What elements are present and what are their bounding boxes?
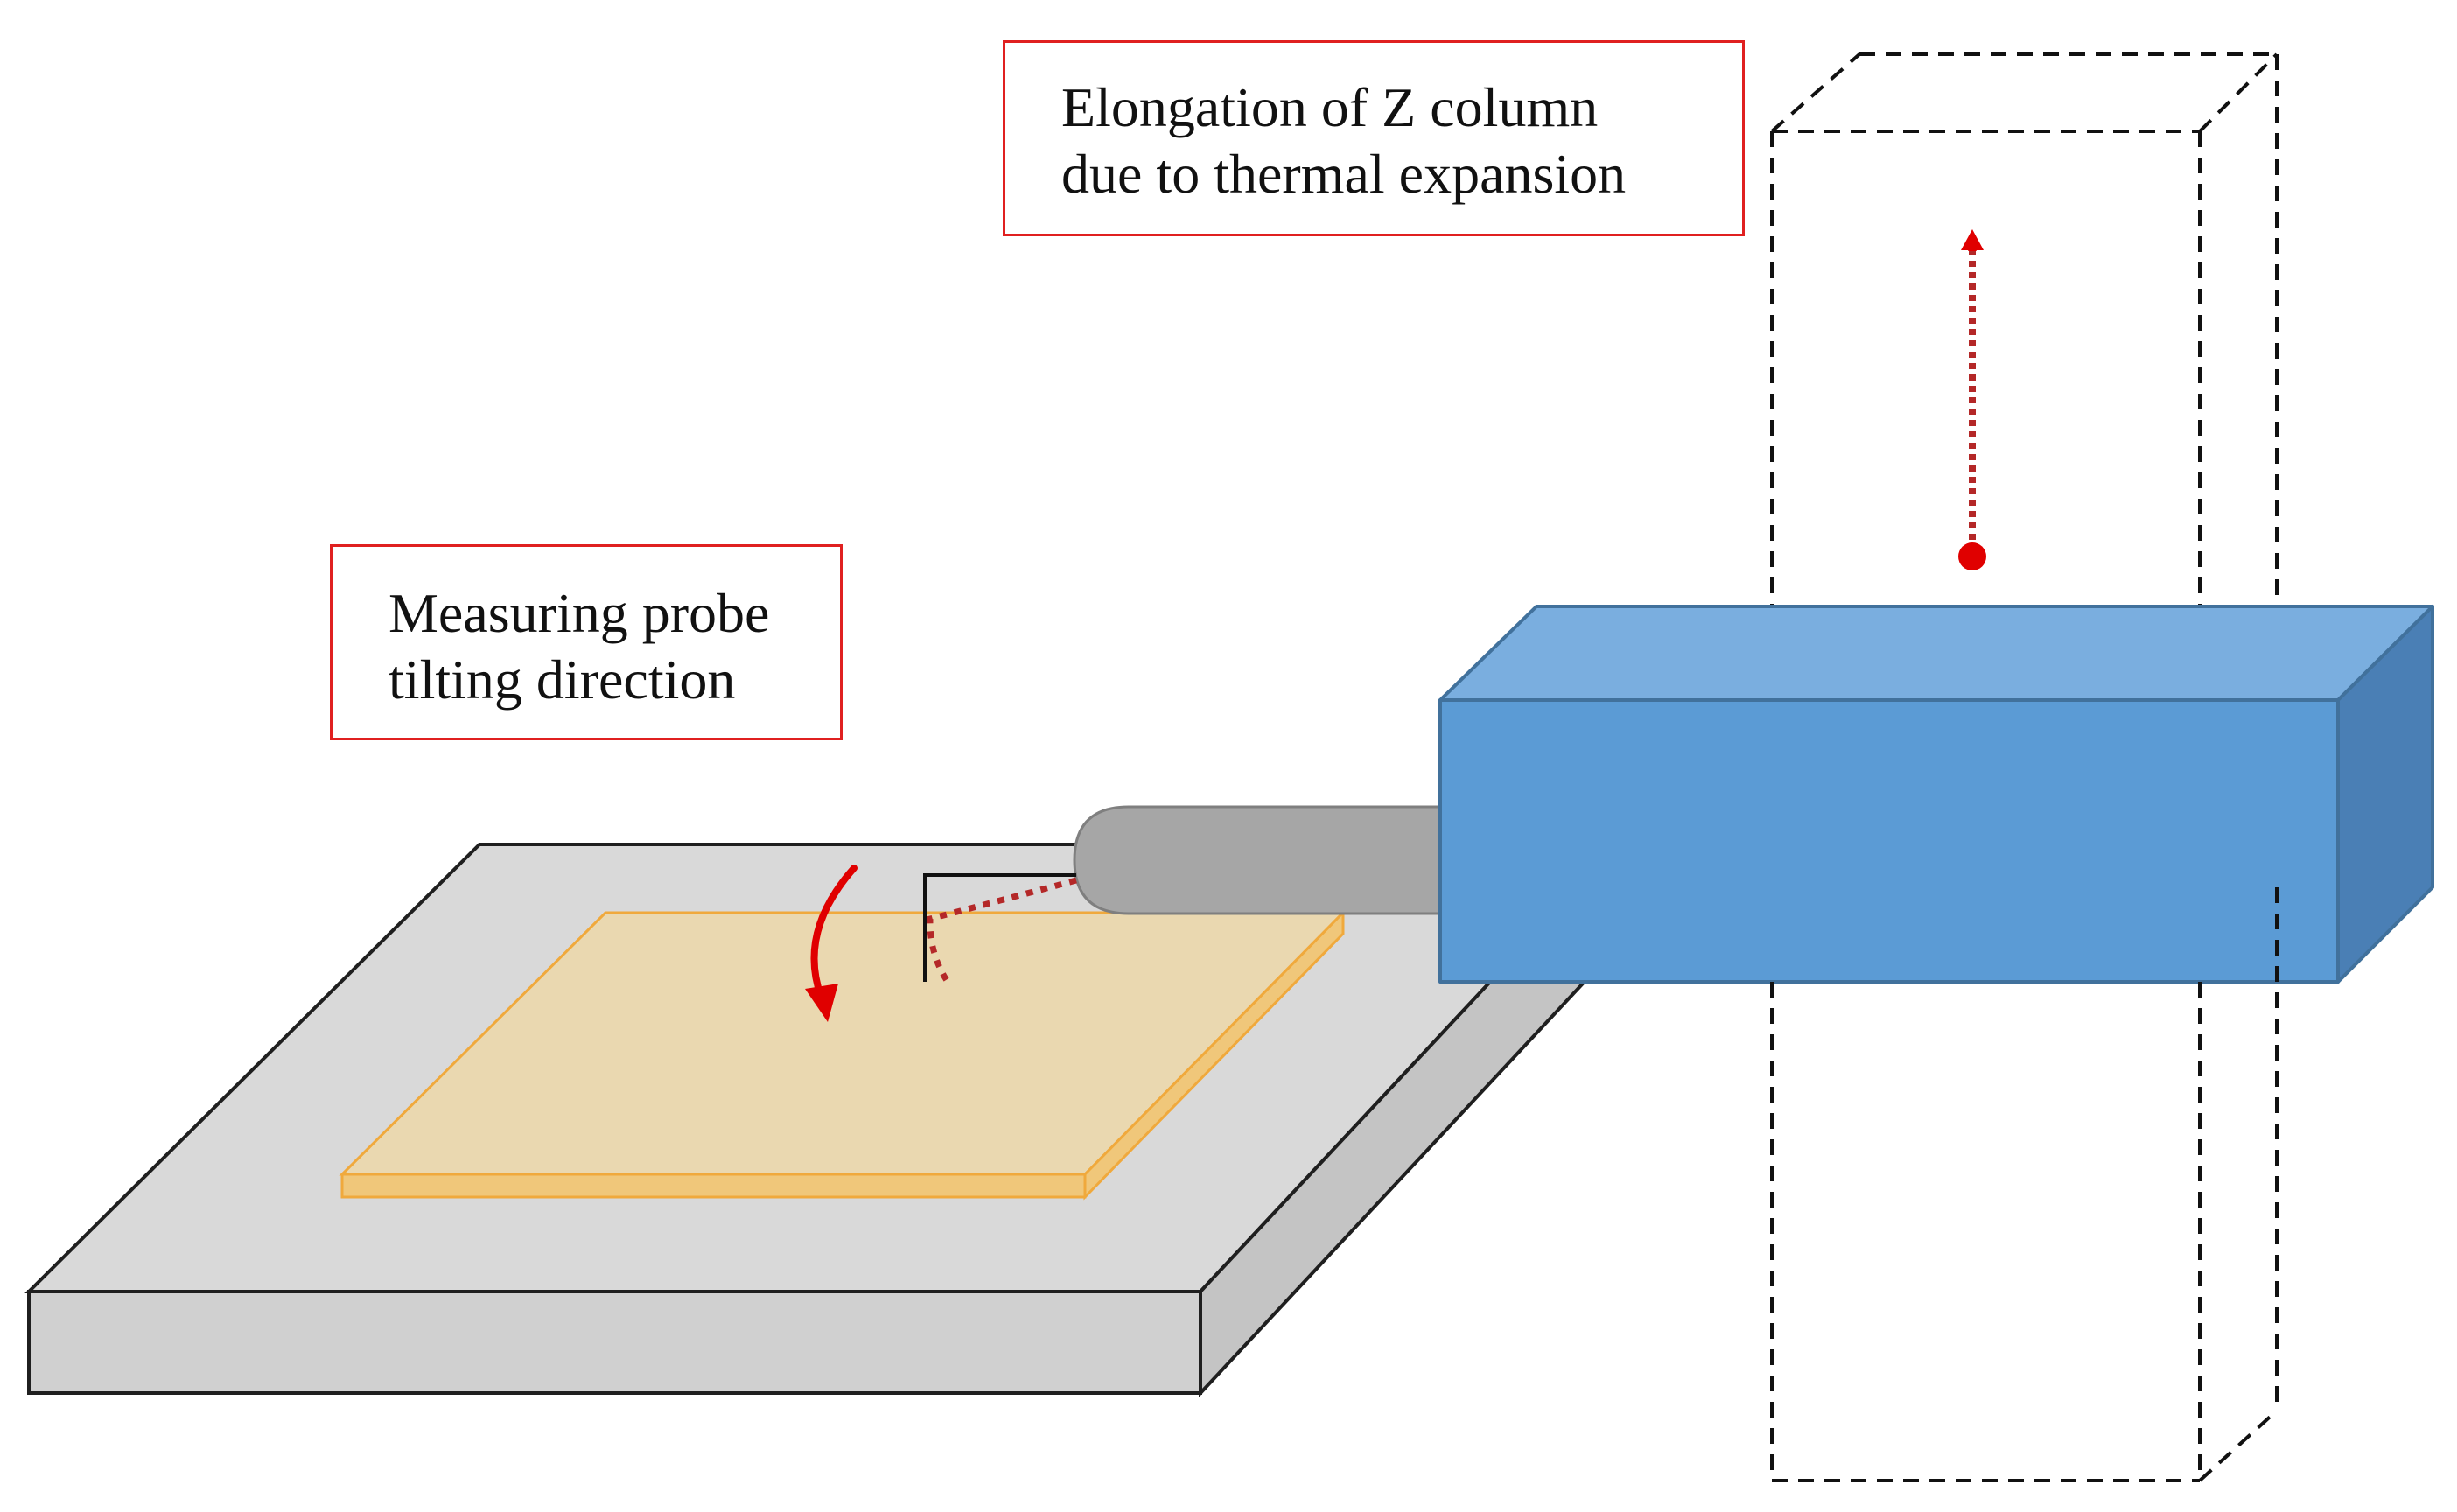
spindle-head: [1438, 605, 2434, 984]
label-line: due to thermal expansion: [1061, 143, 1627, 205]
probe-holder: [1073, 805, 1454, 915]
workpiece: [339, 909, 1347, 1200]
dotted-arrow-up-icon: [1958, 229, 1986, 570]
expansion-origin-dot: [1958, 542, 1986, 570]
head-top-face: [1438, 605, 2434, 702]
table-front-face: [27, 1290, 1202, 1395]
z-column-elongation-label: Elongation of Z column due to thermal ex…: [1003, 40, 1745, 236]
label-line: Measuring probe: [388, 582, 770, 644]
z-column-outline-front: [1770, 887, 2278, 1482]
probe-stylus-tilted: [927, 877, 1077, 984]
curved-arrow-down-icon: [805, 864, 858, 1022]
probe-stylus: [923, 873, 1076, 982]
head-front-face: [1438, 698, 2340, 984]
label-line: tilting direction: [388, 648, 736, 710]
label-line: Elongation of Z column: [1061, 76, 1599, 138]
probe-tilt-label: Measuring probe tilting direction: [330, 544, 843, 740]
z-column-outline-back: [1770, 52, 2278, 608]
workpiece-front-face: [340, 1172, 1087, 1199]
